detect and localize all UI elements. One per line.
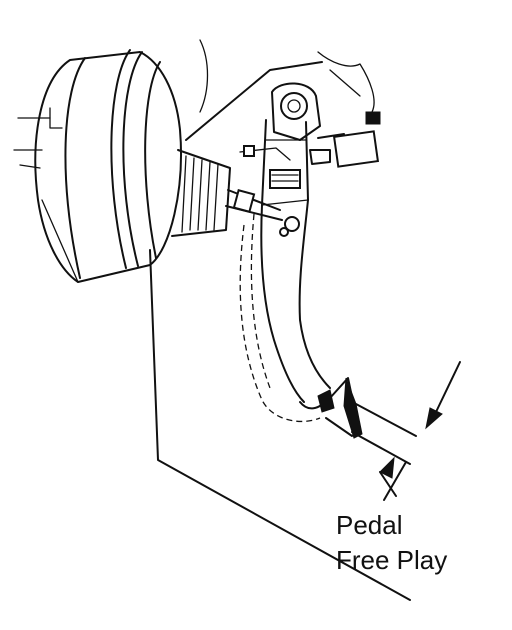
pedal-free-play-label-line-2: Free Play xyxy=(336,545,448,575)
pedal-alt-position xyxy=(239,213,321,422)
dimension-arrow-icon xyxy=(379,456,395,479)
brake-booster xyxy=(13,49,182,283)
dimension-arrow-icon xyxy=(425,407,443,430)
brake-pedal-arm xyxy=(260,119,363,439)
pedal-free-play-label-line-1: Pedal xyxy=(336,510,403,540)
mounting-bracket xyxy=(149,39,411,601)
booster-pushrod-boot xyxy=(171,149,283,237)
free-play-dimension xyxy=(351,361,461,501)
